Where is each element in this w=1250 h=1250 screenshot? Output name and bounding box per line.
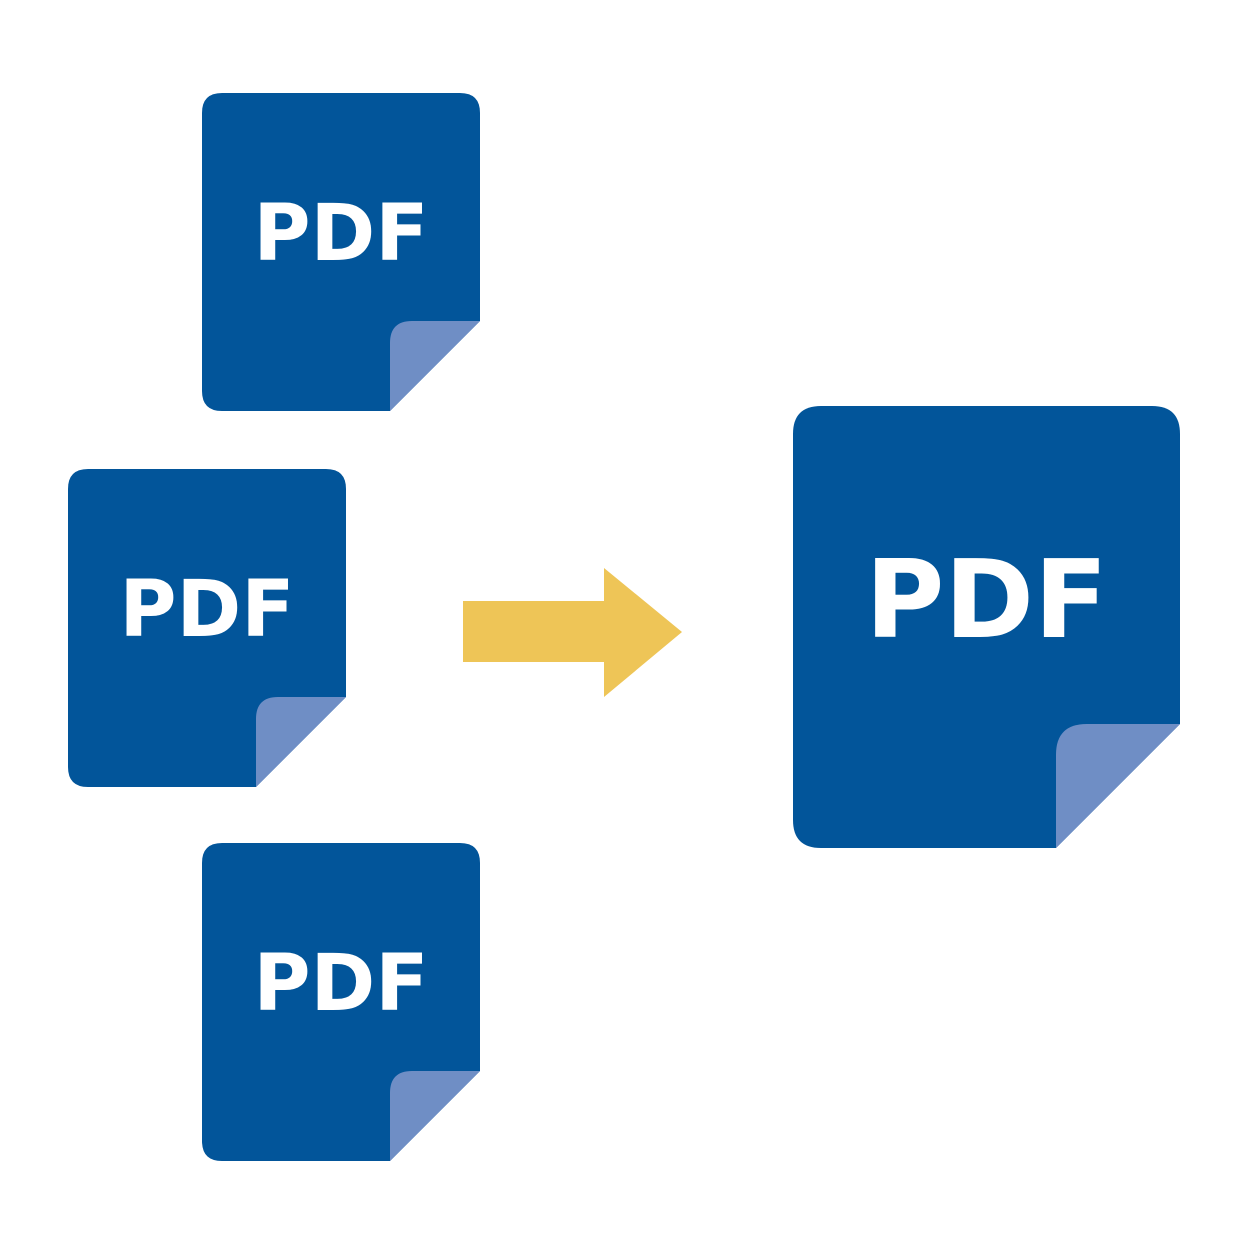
output-pdf-file: PDF bbox=[793, 406, 1180, 848]
pdf-label: PDF bbox=[253, 939, 428, 1029]
input-pdf-file-3: PDF bbox=[202, 843, 480, 1161]
input-pdf-file-2: PDF bbox=[68, 469, 346, 787]
page-fold bbox=[390, 1071, 480, 1161]
pdf-label: PDF bbox=[253, 189, 428, 279]
page-fold bbox=[256, 697, 346, 787]
pdf-label: PDF bbox=[865, 538, 1108, 663]
pdf-label: PDF bbox=[119, 565, 294, 655]
arrow-right-icon bbox=[463, 568, 682, 697]
page-fold bbox=[390, 321, 480, 411]
page-fold bbox=[1056, 724, 1180, 848]
input-pdf-file-1: PDF bbox=[202, 93, 480, 411]
